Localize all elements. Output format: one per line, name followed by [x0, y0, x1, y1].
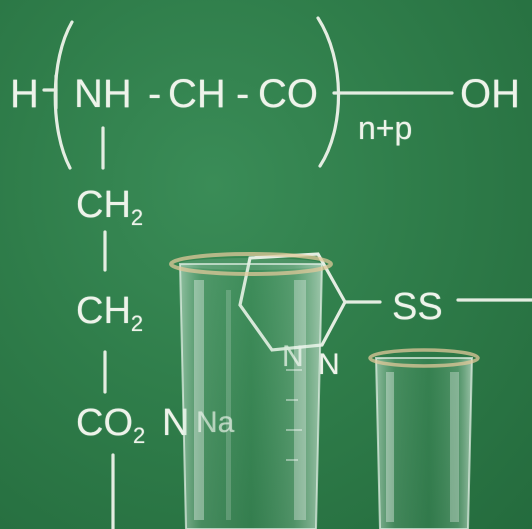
co2-subscript: 2	[133, 423, 146, 448]
formula-nh: NH	[74, 72, 132, 116]
formula-co2: CO2	[76, 404, 145, 447]
large-beaker	[169, 252, 333, 529]
formula-ch2-second: CH2	[76, 292, 143, 335]
left-parenthesis	[53, 20, 74, 170]
ch2-second-letters: CH	[76, 290, 131, 332]
formula-oh: OH	[460, 72, 520, 116]
formula-co: CO	[258, 72, 318, 116]
formula-dash-1: -	[148, 72, 162, 116]
formula-dash-2: -	[236, 72, 250, 116]
ch2-first-subscript: 2	[130, 205, 144, 230]
ring-n-right: N	[318, 348, 340, 381]
co2-letters: CO	[76, 402, 133, 444]
ch2-first-letters: CH	[76, 184, 131, 226]
formula-ch: CH	[168, 72, 226, 116]
ch2-second-subscript: 2	[130, 311, 144, 336]
formula-ss: SS	[392, 286, 443, 328]
small-beaker	[368, 348, 480, 529]
formula-repeat-subscript: n+p	[358, 110, 413, 146]
formula-ch2-first: CH2	[76, 186, 143, 229]
formula-h: H	[10, 72, 39, 116]
